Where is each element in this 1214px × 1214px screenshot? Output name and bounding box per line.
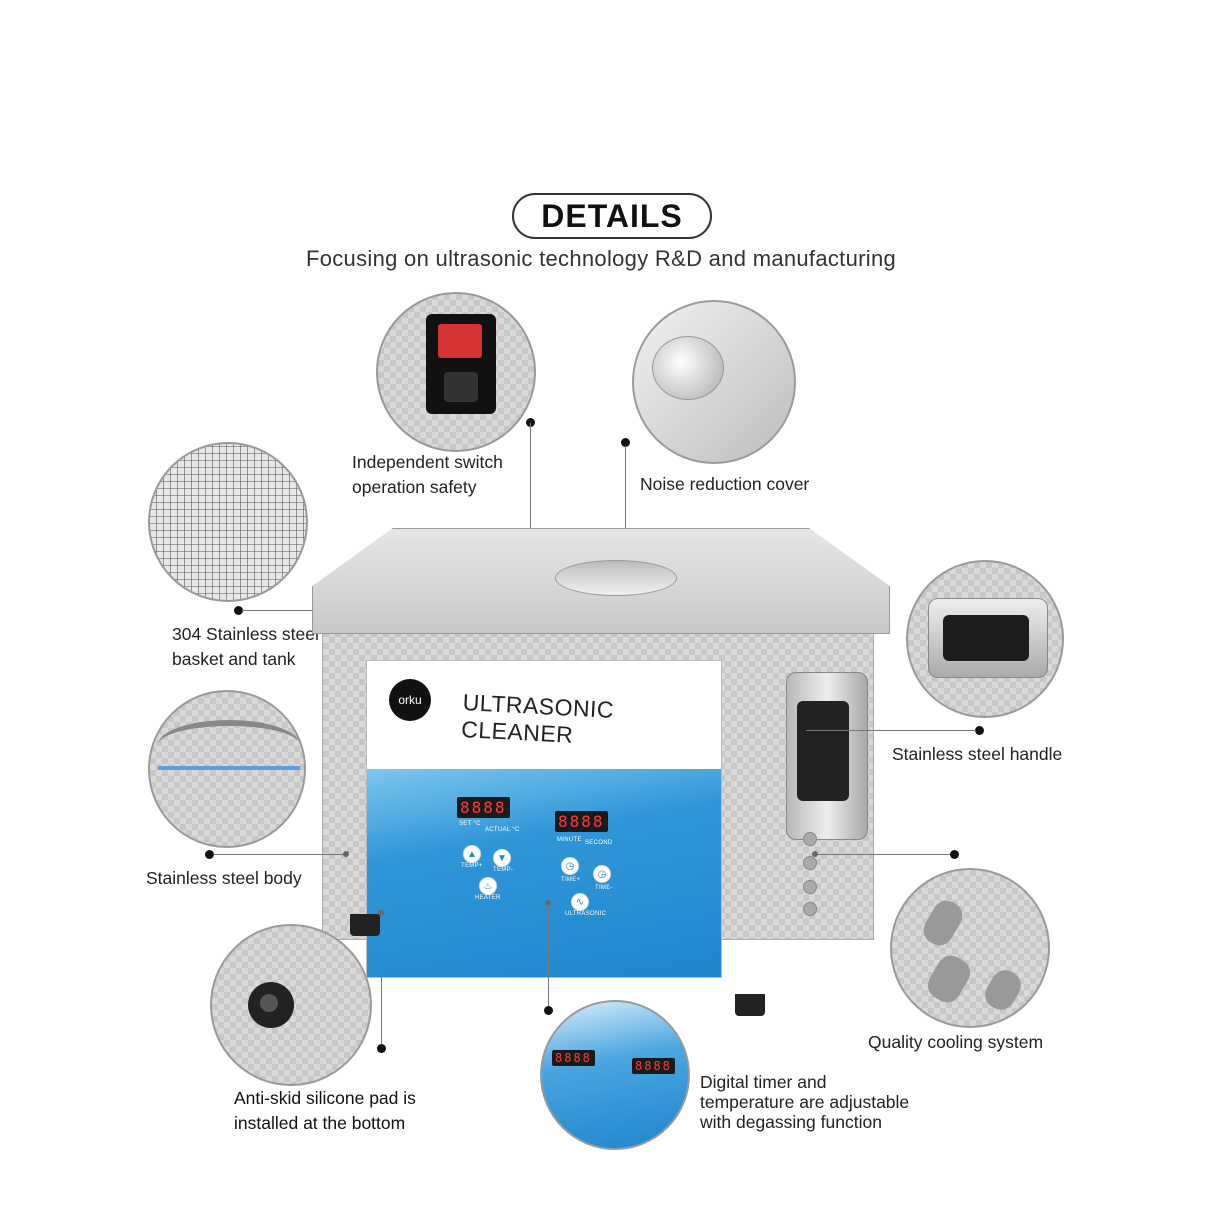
heater-button[interactable]: ♨ [479, 877, 497, 895]
cooling-vent-image [918, 895, 968, 951]
power-socket-icon [444, 372, 478, 402]
rubber-foot [735, 994, 765, 1016]
basket-detail-circle [148, 442, 308, 602]
pad-pointer-dot [377, 1044, 386, 1053]
switch-label: Independent switch operation safety [352, 452, 503, 497]
handle-label: Stainless steel handle [892, 744, 1063, 764]
handle-pointer-line [806, 730, 976, 731]
cover-pointer-line [625, 446, 626, 580]
front-panel: orku ULTRASONIC CLEANER 8888 SET °C ACTU… [366, 660, 722, 978]
body-pointer-dot [205, 850, 214, 859]
ultrasonic-button[interactable]: ∿ [571, 893, 589, 911]
switch-detail-circle [376, 292, 536, 452]
temp-down-button[interactable]: ▼ [493, 849, 511, 867]
page-subtitle: Focusing on ultrasonic technology R&D an… [305, 246, 897, 271]
time-display: 8888 [555, 811, 608, 832]
timer-label: Digital timer and temperature are adjust… [700, 1072, 910, 1132]
cooling-pointer-dot [950, 850, 959, 859]
handle-pointer-dot [975, 726, 984, 735]
basket-pointer-dot [234, 606, 243, 615]
handle-detail-circle [906, 560, 1064, 718]
lid-knob [555, 560, 677, 596]
timer-detail-circle: 8888 8888 [540, 1000, 690, 1150]
pad-target-dot [378, 910, 384, 916]
switch-pointer-dot [526, 418, 535, 427]
vent-hole-icon [803, 902, 817, 916]
page-title: DETAILS [512, 193, 712, 239]
rubber-foot [350, 914, 380, 936]
pad-label: Anti-skid silicone pad is installed at t… [234, 1088, 416, 1133]
cooling-detail-circle [890, 868, 1050, 1028]
time-minute-label: MINUTE [557, 837, 582, 843]
rocker-switch-icon [438, 324, 482, 358]
temp-down-label: TEMP- [493, 867, 514, 873]
temperature-display: 8888 [457, 797, 510, 818]
vent-hole-icon [803, 832, 817, 846]
timer-target-dot [545, 900, 551, 906]
time-up-label: TIME+ [561, 877, 581, 883]
power-switch-image [426, 314, 496, 414]
body-label: Stainless steel body [146, 868, 302, 888]
basket-label: 304 Stainless steel basket and tank [172, 624, 319, 669]
cover-pointer-dot [621, 438, 630, 447]
temp-up-label: TEMP+ [461, 863, 483, 869]
handle-closeup-image [928, 598, 1048, 678]
cover-knob-image [652, 336, 724, 400]
timer-pointer-line [548, 904, 549, 1008]
time-down-button[interactable]: ◶ [593, 865, 611, 883]
heater-label: HEATER [475, 895, 501, 901]
steel-layers-image [158, 720, 300, 770]
time-up-button[interactable]: ◷ [561, 857, 579, 875]
cover-label: Noise reduction cover [640, 474, 810, 494]
panel-wave-decoration [367, 731, 721, 821]
temp-set-label: SET °C [459, 821, 481, 827]
body-target-dot [343, 851, 349, 857]
ultrasonic-label: ULTRASONIC [565, 911, 607, 917]
vent-hole-icon [803, 856, 817, 870]
side-handle [786, 672, 868, 840]
handle-slot [797, 701, 849, 801]
cooling-target-dot [812, 851, 818, 857]
temp-up-button[interactable]: ▲ [463, 845, 481, 863]
timer-closeup-temp-display: 8888 [552, 1050, 595, 1066]
timer-closeup-time-display: 8888 [632, 1058, 675, 1074]
time-down-label: TIME- [595, 885, 613, 891]
cover-detail-circle [632, 300, 796, 464]
basket-grid-image [150, 444, 306, 600]
body-detail-circle [148, 690, 306, 848]
body-pointer-line [213, 854, 345, 855]
timer-pointer-dot [544, 1006, 553, 1015]
switch-pointer-line [530, 423, 531, 533]
temp-actual-label: ACTUAL °C [485, 827, 520, 833]
cooling-label: Quality cooling system [868, 1032, 1044, 1052]
cooling-pointer-line [818, 854, 952, 855]
time-second-label: SECOND [585, 840, 613, 846]
brand-logo: orku [389, 679, 431, 721]
pad-pointer-line [381, 914, 382, 1044]
vent-hole-icon [803, 880, 817, 894]
pad-detail-circle [210, 924, 372, 1086]
